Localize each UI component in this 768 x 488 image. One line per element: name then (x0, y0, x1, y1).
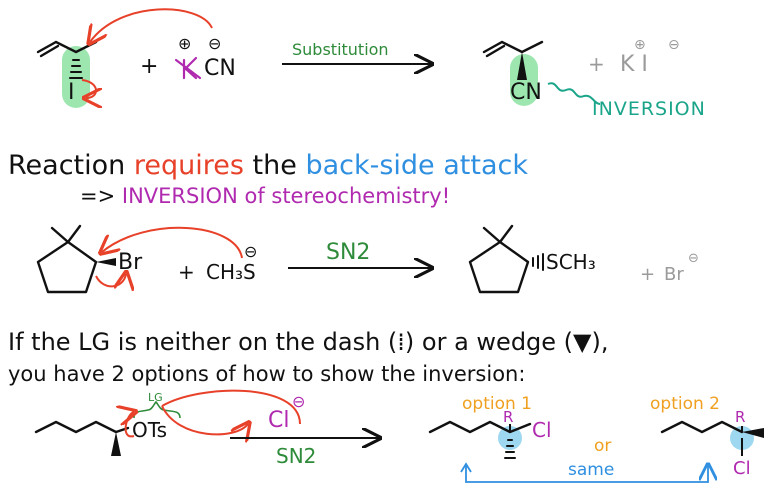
statement-line-2: => INVERSION of stereochemistry! (80, 186, 450, 207)
potassium-crossed (174, 56, 202, 80)
cyclopentane-2 (468, 240, 530, 294)
inversion-label: INVERSION (592, 98, 706, 120)
substrate-3-skeleton (34, 420, 130, 434)
option2-label: option 2 (650, 394, 720, 414)
dash-bond-2 (532, 253, 544, 271)
option1-highlight (498, 426, 522, 450)
cation-charge-1: ⊕ (178, 34, 192, 53)
product-1-skeleton (482, 40, 544, 58)
option1-skeleton (428, 420, 532, 434)
option2-wedge-bond (742, 428, 764, 438)
option1-dash-bond (504, 439, 516, 459)
statement-line-1: Reaction requires the back-side attack (8, 152, 528, 179)
inversion-squiggle (547, 82, 601, 105)
lg-arrow-2 (95, 274, 126, 286)
byproduct-br: Br (664, 264, 684, 285)
option1-cl-label: Cl (532, 418, 552, 442)
plus-sign-2: + (178, 260, 195, 284)
wedge-bond-1 (517, 52, 527, 80)
same-label: same (568, 460, 615, 480)
cyanide-label: CN (204, 56, 236, 81)
same-arrow-left-head (460, 462, 472, 473)
gem-dimethyl-2 (482, 224, 514, 244)
lg-bracket-label: LG (148, 391, 163, 404)
byproduct-ki: K I (620, 52, 648, 77)
tosylate-label: OTs (132, 418, 168, 442)
same-double-arrow (465, 466, 708, 483)
methanethiolate-label: CH₃S (206, 260, 256, 284)
explanation-line-1: If the LG is neither on the dash (⁞) or … (8, 328, 609, 356)
thiolate-charge: ⊖ (244, 242, 258, 261)
anion-charge-1: ⊖ (208, 34, 222, 53)
word-backside-attack: back-side attack (305, 150, 528, 181)
chloride-charge: ⊖ (292, 392, 306, 411)
lg-arrow-1 (81, 79, 96, 98)
byproduct-br-charge: ⊖ (688, 251, 699, 266)
gem-dimethyl-1 (50, 224, 82, 244)
i-charge: ⊖ (668, 37, 680, 53)
iodine-label: I (68, 80, 75, 105)
k-charge: ⊕ (634, 37, 646, 53)
product-sch3-label: SCH₃ (546, 250, 596, 274)
option2-r-label: R (735, 408, 746, 426)
attack-arrow-3b (161, 405, 248, 434)
wedge-bond-br (96, 258, 116, 266)
bromine-label: Br (118, 250, 143, 275)
explanation-line-2: you have 2 options of how to show the in… (8, 362, 526, 386)
chloride-label: Cl (268, 408, 290, 433)
arrow-label-sn2-2: SN2 (276, 444, 317, 468)
implies-arrow: => (80, 184, 116, 208)
arrow-label-substitution: Substitution (292, 40, 389, 59)
attack-arrow-1 (90, 8, 213, 42)
wedge-bond-methyl (111, 432, 121, 456)
attack-arrow-2 (102, 226, 243, 259)
plus-sign-1: + (140, 54, 159, 79)
word-of-stereochemistry: of stereochemistry! (244, 184, 451, 208)
option1-r-label: R (503, 408, 514, 426)
word-requires: requires (133, 150, 244, 181)
plus-sign-byproduct-1: + (588, 52, 605, 76)
plus-sign-byproduct-2: + (640, 264, 656, 285)
cyclopentane-1 (36, 240, 98, 294)
lg-arrow-3 (126, 412, 134, 438)
dash-bond-1 (69, 59, 83, 79)
or-label: or (594, 436, 612, 456)
lg-bracket (133, 400, 181, 419)
word-the: the (252, 150, 297, 181)
arrow-label-sn2-1: SN2 (326, 240, 371, 265)
attack-arrow-3 (161, 389, 301, 425)
option2-skeleton (660, 420, 744, 434)
word-reaction: Reaction (8, 150, 126, 181)
option2-cl-label: Cl (733, 458, 751, 479)
option1-label: option 1 (462, 394, 532, 414)
product-cn-label: CN (510, 80, 542, 105)
word-inversion: INVERSION (121, 184, 238, 208)
